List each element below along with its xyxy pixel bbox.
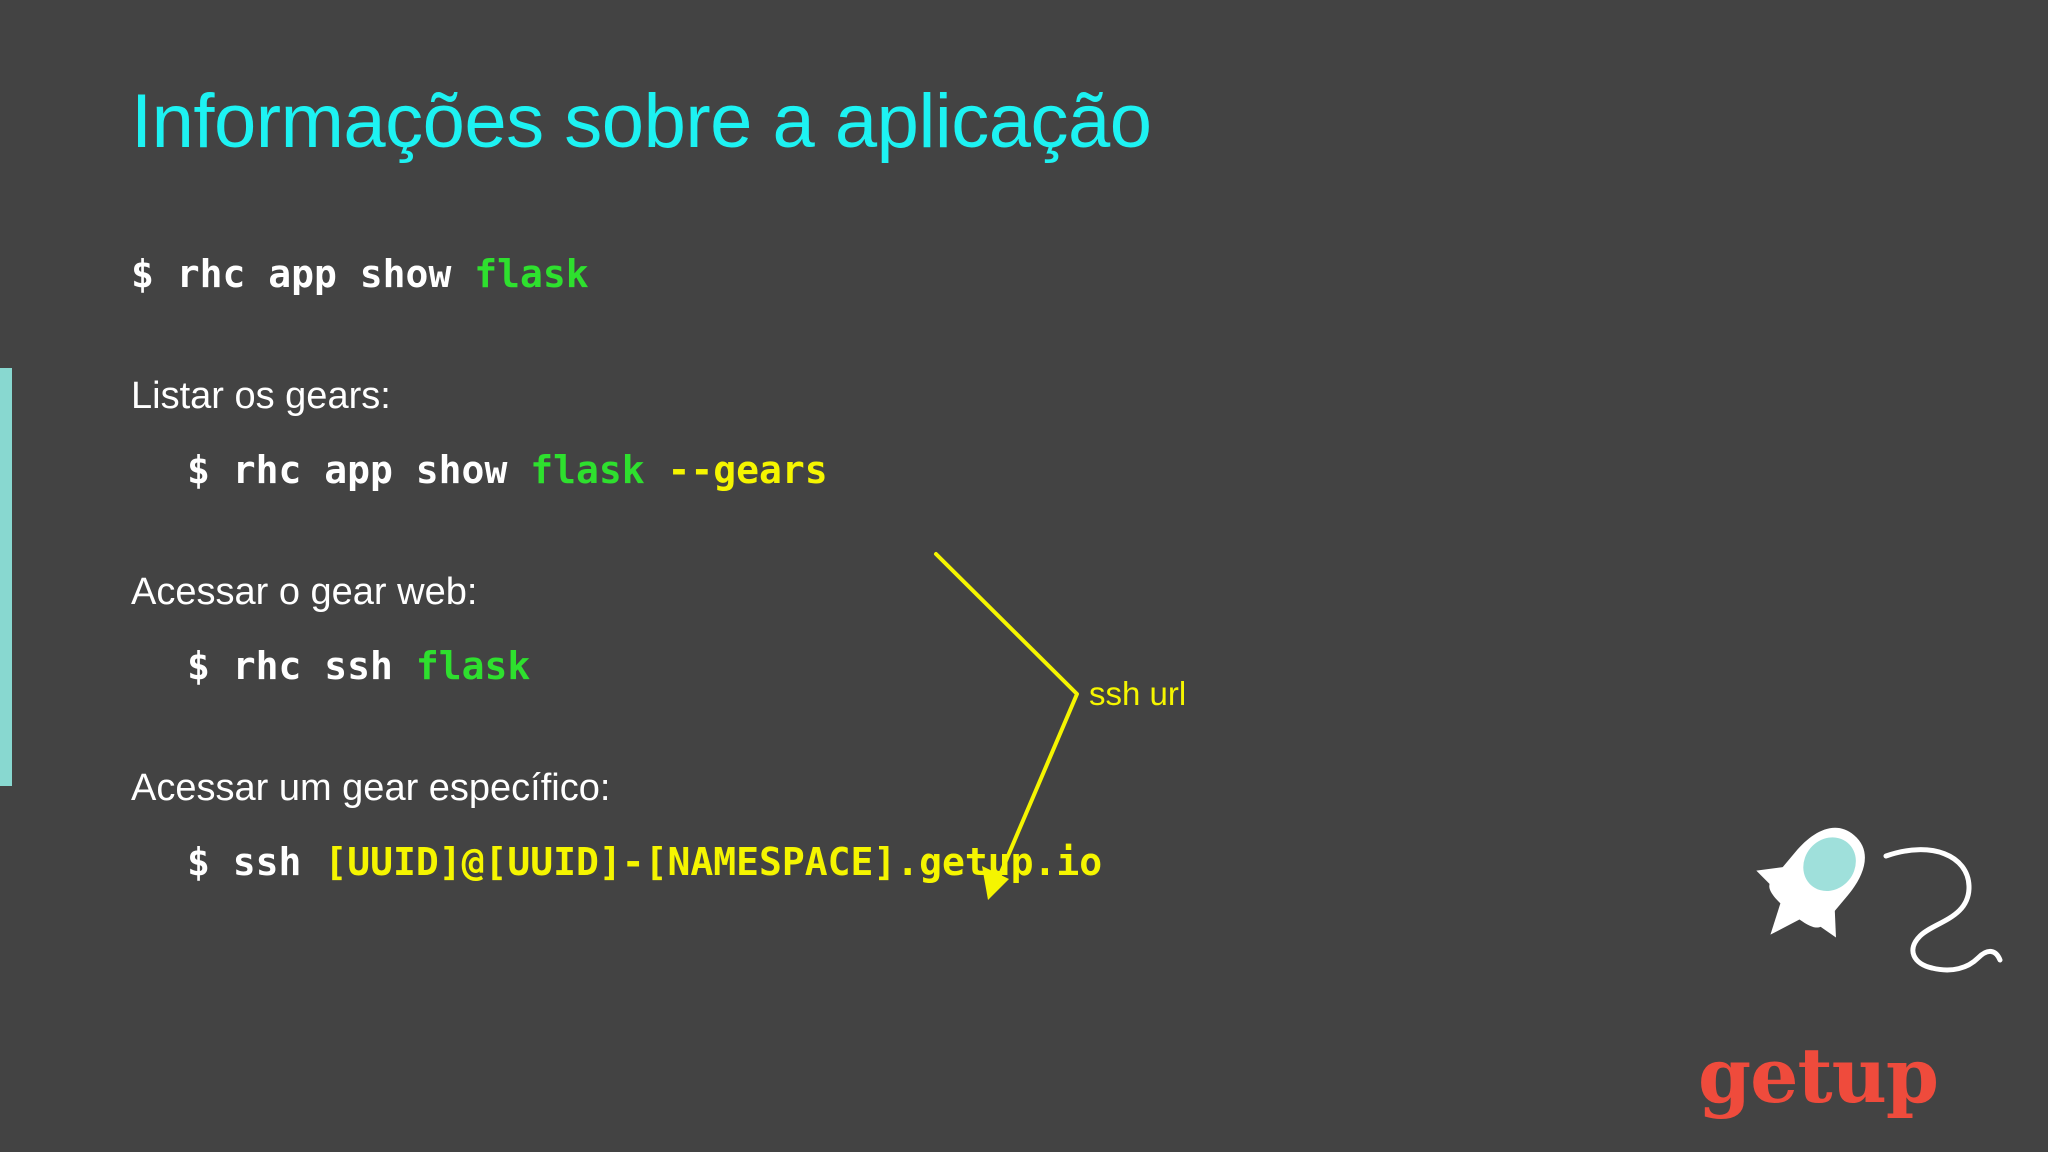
command-spacer bbox=[301, 840, 324, 884]
shell-prompt: $ bbox=[131, 252, 154, 296]
command-line-ssh-app: $ rhc ssh flask bbox=[187, 647, 1631, 685]
command-spacer bbox=[210, 644, 233, 688]
rocket-svg bbox=[1756, 827, 2003, 973]
spacer bbox=[131, 293, 1631, 377]
spacer bbox=[131, 807, 1631, 843]
command-spacer bbox=[645, 448, 668, 492]
command-arg-app: flask bbox=[530, 448, 645, 492]
shell-prompt: $ bbox=[187, 840, 210, 884]
spacer bbox=[131, 685, 1631, 769]
command-flag: --gears bbox=[667, 448, 828, 492]
command-line-show-app: $ rhc app show flask bbox=[131, 255, 1631, 293]
shell-prompt: $ bbox=[187, 644, 210, 688]
command-line-ssh-uuid: $ ssh [UUID]@[UUID]-[NAMESPACE].getup.io bbox=[187, 843, 1631, 881]
command-spacer bbox=[393, 644, 416, 688]
command-spacer bbox=[210, 840, 233, 884]
command-text: rhc ssh bbox=[232, 644, 393, 688]
command-text: rhc app show bbox=[176, 252, 452, 296]
spacer bbox=[131, 415, 1631, 451]
command-text: ssh bbox=[232, 840, 302, 884]
section-label-acessar-gear-especifico: Acessar um gear específico: bbox=[131, 767, 611, 809]
left-accent-bar bbox=[0, 368, 12, 786]
command-line-show-gears: $ rhc app show flask --gears bbox=[187, 451, 1631, 489]
brand-logo: getup bbox=[1688, 818, 2018, 1118]
command-arg-ssh-url: [UUID]@[UUID]-[NAMESPACE].getup.io bbox=[324, 840, 1103, 884]
command-spacer bbox=[210, 448, 233, 492]
command-arg-app: flask bbox=[415, 644, 531, 688]
shell-prompt: $ bbox=[187, 448, 210, 492]
command-arg-app: flask bbox=[474, 252, 589, 296]
command-spacer bbox=[154, 252, 177, 296]
command-spacer bbox=[507, 448, 530, 492]
spacer bbox=[131, 489, 1631, 573]
command-spacer bbox=[451, 252, 474, 296]
section-label-acessar-gear-web: Acessar o gear web: bbox=[131, 571, 478, 613]
brand-logo-text: getup bbox=[1698, 1031, 1939, 1120]
slide-content: $ rhc app show flask Listar os gears: $ … bbox=[131, 255, 1631, 881]
rocket-icon bbox=[1756, 818, 2006, 1038]
section-label-listar-gears: Listar os gears: bbox=[131, 375, 391, 417]
command-text: rhc app show bbox=[232, 448, 508, 492]
spacer bbox=[131, 611, 1631, 647]
page-title: Informações sobre a aplicação bbox=[131, 79, 1152, 164]
